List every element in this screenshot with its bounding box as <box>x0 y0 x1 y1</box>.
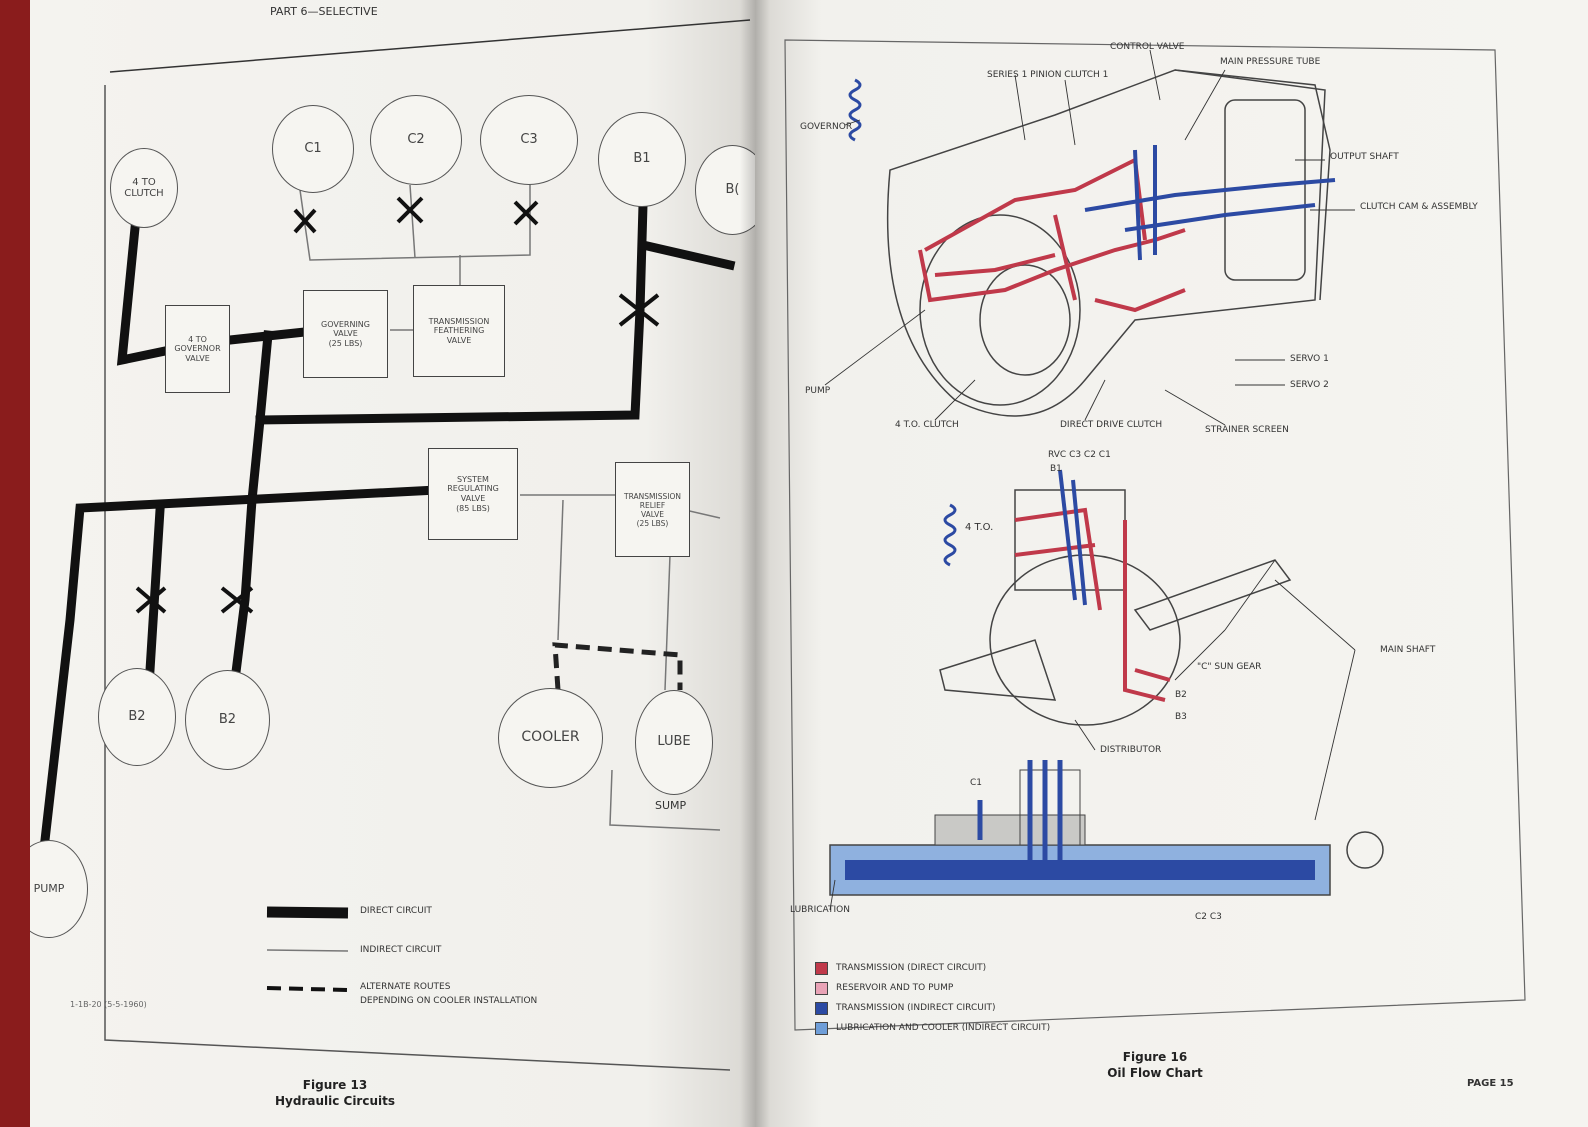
oil-flow-chart-diagram <box>784 39 1526 1031</box>
callout-distributor: DISTRIBUTOR <box>1100 745 1162 755</box>
callout-four-to: 4 T.O. <box>965 522 994 533</box>
callout-lubrication: LUBRICATION <box>790 905 850 915</box>
callout-servo-1: SERVO 1 <box>1290 354 1329 364</box>
sump-label: SUMP <box>655 799 687 812</box>
circle-c1: C1 <box>272 105 354 193</box>
page-number: PAGE 15 <box>1467 1078 1514 1089</box>
figure-16-number: Figure 16 <box>1122 1050 1188 1064</box>
legend-alternate-2: DEPENDING ON COOLER INSTALLATION <box>360 996 538 1006</box>
legend-swatch <box>815 962 828 975</box>
legend-swatch <box>815 982 828 995</box>
callout-main-shaft: MAIN SHAFT <box>1380 645 1436 655</box>
callout-four-to-clutch: 4 T.O. CLUTCH <box>895 420 959 430</box>
circle-b1: B1 <box>598 112 686 207</box>
callout-control-valve: CONTROL VALVE <box>1110 42 1185 52</box>
legend-direct: DIRECT CIRCUIT <box>360 906 432 916</box>
legend-swatch <box>815 1002 828 1015</box>
circle-c3: C3 <box>480 95 578 185</box>
callout-clutch-cam-assembly: CLUTCH CAM & ASSEMBLY <box>1360 202 1478 212</box>
callout-pump: PUMP <box>805 386 831 396</box>
callout-output-shaft: OUTPUT SHAFT <box>1330 152 1399 162</box>
legend-label: TRANSMISSION (DIRECT CIRCUIT) <box>836 963 987 974</box>
legend-indirect: INDIRECT CIRCUIT <box>360 945 442 955</box>
box-governor-valve: 4 TO GOVERNOR VALVE <box>165 305 230 393</box>
circle-b2-right: B2 <box>185 670 270 770</box>
legend-row-indirect: TRANSMISSION (INDIRECT CIRCUIT) <box>815 1002 996 1015</box>
callout-b2: B2 <box>1175 690 1187 700</box>
legend-label: TRANSMISSION (INDIRECT CIRCUIT) <box>836 1003 996 1014</box>
doc-code: 1-1B-20 (5-5-1960) <box>70 1000 147 1009</box>
circle-b1-partial: B( <box>695 145 755 235</box>
callout-direct-drive-clutch: DIRECT DRIVE CLUTCH <box>1060 420 1163 430</box>
callout-b3: B3 <box>1175 712 1187 722</box>
callout-top-codes: RVC C3 C2 C1 <box>1048 450 1111 460</box>
box-transmission-feathering: TRANSMISSION FEATHERING VALVE <box>413 285 505 377</box>
circle-c2: C2 <box>370 95 462 185</box>
box-governing-valve: GOVERNING VALVE (25 LBS) <box>303 290 388 378</box>
callout-c2-c3: C2 C3 <box>1195 912 1222 922</box>
legend-alternate-1: ALTERNATE ROUTES <box>360 982 451 992</box>
legend-row-direct: TRANSMISSION (DIRECT CIRCUIT) <box>815 962 986 975</box>
callout-servo-2: SERVO 2 <box>1290 380 1329 390</box>
circle-b2-left: B2 <box>98 668 176 766</box>
circle-lube: LUBE <box>635 690 713 795</box>
legend-swatch <box>815 1022 828 1035</box>
figure-16-title: Oil Flow Chart <box>1107 1066 1203 1080</box>
figure-13-title: Hydraulic Circuits <box>274 1094 396 1108</box>
legend-label: RESERVOIR AND TO PUMP <box>836 983 954 994</box>
legend-row-reservoir: RESERVOIR AND TO PUMP <box>815 982 953 995</box>
right-page: GOVERNOR SERIES 1 PINION CLUTCH 1 CONTRO… <box>755 0 1588 1127</box>
circle-cooler: COOLER <box>498 688 603 788</box>
callout-b1: B1 <box>1050 464 1062 474</box>
circle-fwd-clutch: 4 TO CLUTCH <box>110 148 178 228</box>
callout-c1-bottom: C1 <box>970 778 983 788</box>
figure-13-number: Figure 13 <box>302 1078 368 1092</box>
box-system-regulating: SYSTEM REGULATING VALVE (85 LBS) <box>428 448 518 540</box>
callout-series-pinion-clutch: SERIES 1 PINION CLUTCH 1 <box>987 70 1109 80</box>
box-transmission-relief: TRANSMISSION RELIEF VALVE (25 LBS) <box>615 462 690 557</box>
legend-row-lubrication: LUBRICATION AND COOLER (INDIRECT CIRCUIT… <box>815 1022 1050 1035</box>
book-gutter <box>740 0 770 1127</box>
callout-strainer-screen: STRAINER SCREEN <box>1205 425 1289 435</box>
left-page: PART 6—SELECTIVE 4 TO CLUTCH C1 C2 C3 B1… <box>30 0 755 1127</box>
callout-governor: GOVERNOR <box>800 122 853 132</box>
legend-label: LUBRICATION AND COOLER (INDIRECT CIRCUIT… <box>836 1023 1051 1034</box>
callout-main-pressure-tube: MAIN PRESSURE TUBE <box>1220 57 1321 67</box>
header-text: PART 6—SELECTIVE <box>270 5 378 18</box>
callout-c-sun-gear: "C" SUN GEAR <box>1197 662 1262 672</box>
